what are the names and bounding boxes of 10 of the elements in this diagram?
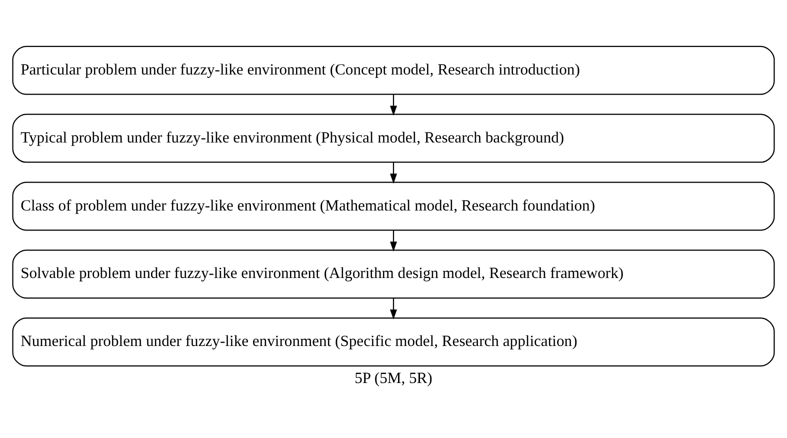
node-box: Typical problem under fuzzy-like environment (Physical model, Research background)	[12, 114, 775, 163]
node-box: Particular problem under fuzzy-like environment (Concept model, Research introduction)	[12, 46, 775, 95]
node-box: Class of problem under fuzzy-like environment (Mathematical model, Research foundation)	[12, 182, 775, 231]
arrow	[390, 162, 398, 184]
node-box: Numerical problem under fuzzy-like environment (Specific model, Research application)	[12, 318, 775, 366]
arrow	[390, 94, 398, 116]
arrow	[390, 298, 398, 320]
arrow	[390, 230, 398, 252]
node-box: Solvable problem under fuzzy-like environment (Algorithm design model, Research framework)	[12, 250, 775, 299]
caption: 5P (5M, 5R)	[354, 370, 432, 387]
